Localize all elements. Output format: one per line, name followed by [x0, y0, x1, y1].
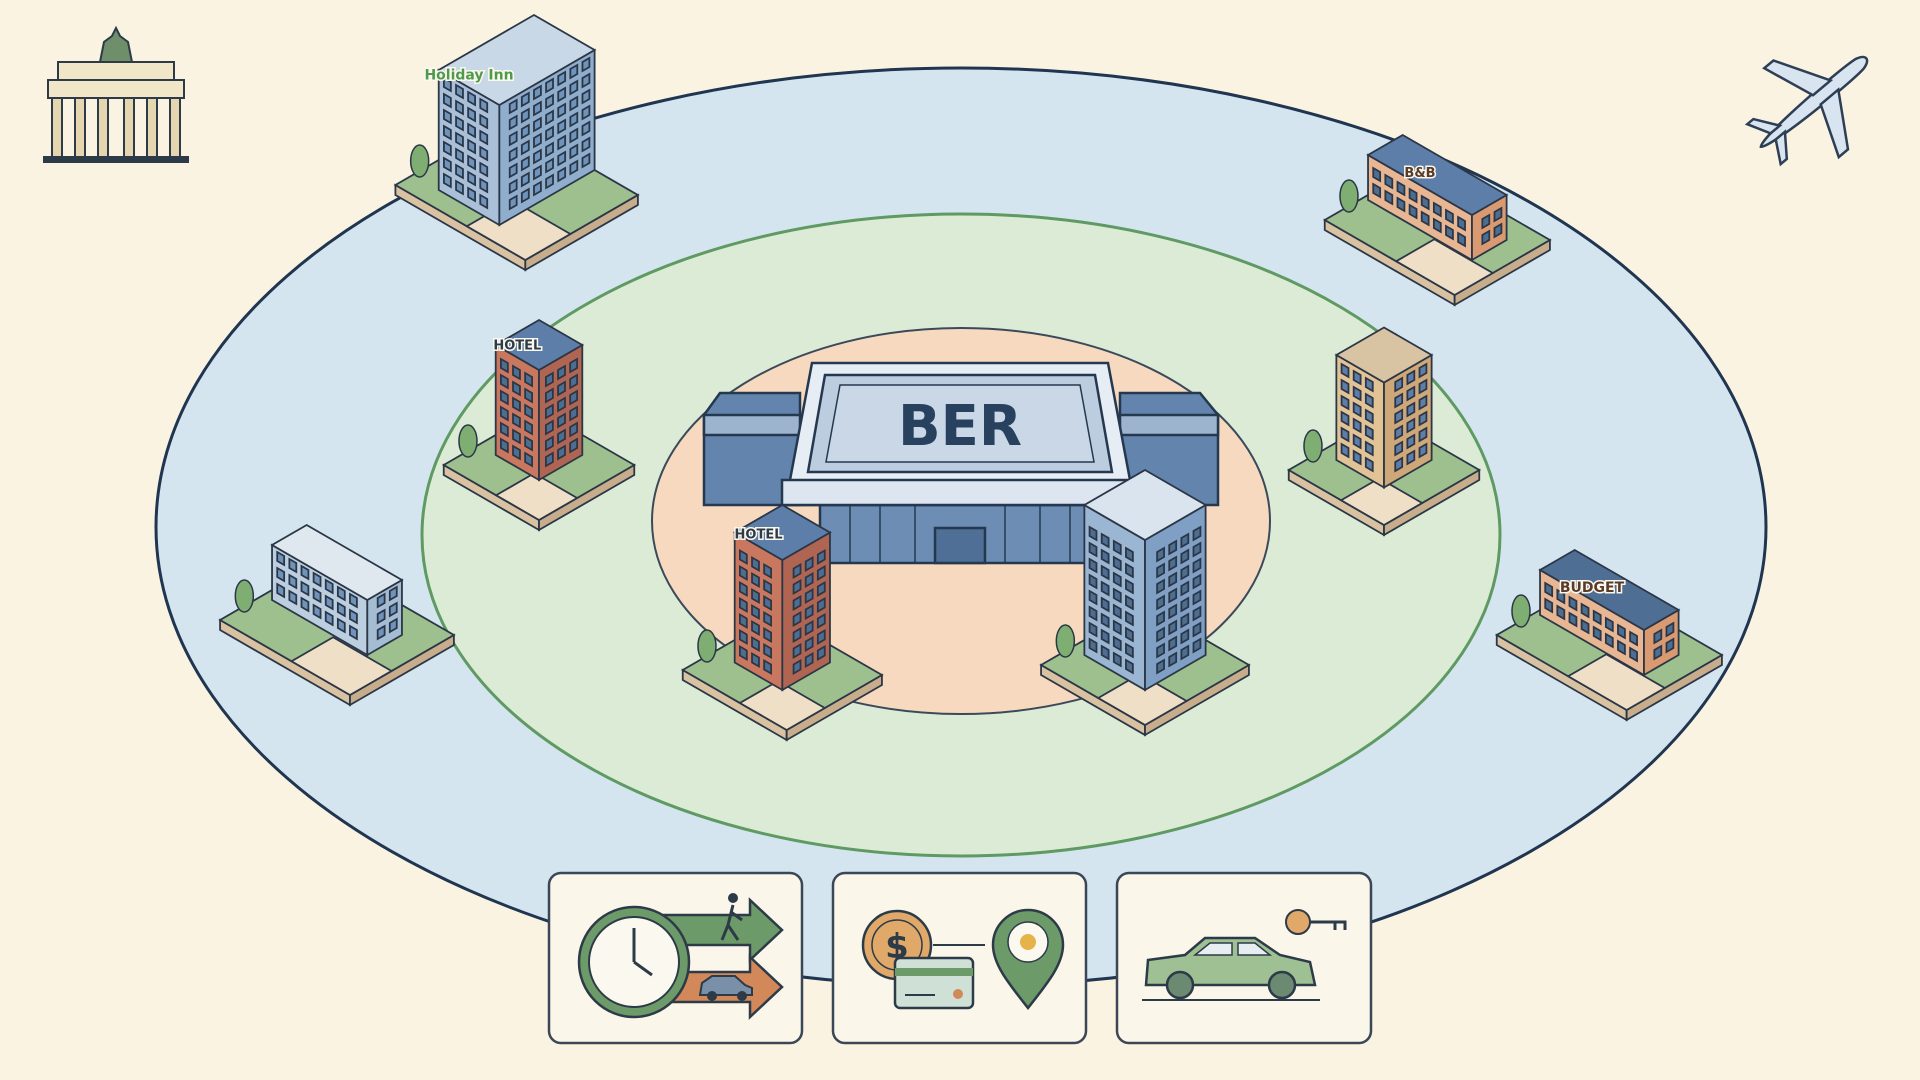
hotel-brick-hotel-left: HOTEL: [441, 318, 637, 532]
airport-code-label: BER: [898, 394, 1022, 459]
hotel-glass-tower: [1039, 468, 1251, 737]
tree-icon: [1055, 624, 1076, 658]
credit-card-icon: [893, 956, 975, 1010]
hotel-brick-hotel-bottom: HOTEL: [680, 503, 884, 742]
key-icon: [1285, 909, 1347, 935]
clock-icon: [577, 905, 691, 1019]
hotel-sign-label: HOTEL: [735, 527, 783, 542]
tree-icon: [697, 629, 717, 663]
tree-icon: [1511, 594, 1531, 628]
hotel-holiday-inn: Holiday Inn: [393, 13, 640, 272]
hotel-sign-label: B&B: [1404, 166, 1435, 181]
tree-icon: [1339, 179, 1359, 213]
hotel-bnb: B&B: [1322, 133, 1552, 307]
hotel-sign-label: BUDGET: [1560, 580, 1625, 596]
tree-icon: [458, 424, 478, 458]
car-rental-card: [1115, 871, 1373, 1045]
hotel-budget-motel: BUDGET: [1494, 548, 1724, 722]
tree-icon: [234, 579, 255, 613]
tree-icon: [1303, 429, 1323, 463]
car-icon: [1142, 936, 1320, 1001]
hotel-office-hotel-left: [218, 523, 456, 707]
brandenburg-gate-icon: [43, 25, 189, 163]
travel-time-card: [547, 871, 804, 1045]
ber-terminal: [702, 361, 1220, 565]
cost-location-card: $: [831, 871, 1088, 1045]
airplane-icon: [1744, 55, 1869, 167]
hotel-sign-label: Holiday Inn: [424, 68, 513, 84]
hotel-beige-hotel-right: [1286, 326, 1482, 537]
car-arrow-icon: [658, 954, 784, 1020]
hotel-sign-label: HOTEL: [493, 339, 541, 354]
location-pin-sun-icon: [991, 908, 1065, 1011]
tree-icon: [409, 144, 430, 178]
